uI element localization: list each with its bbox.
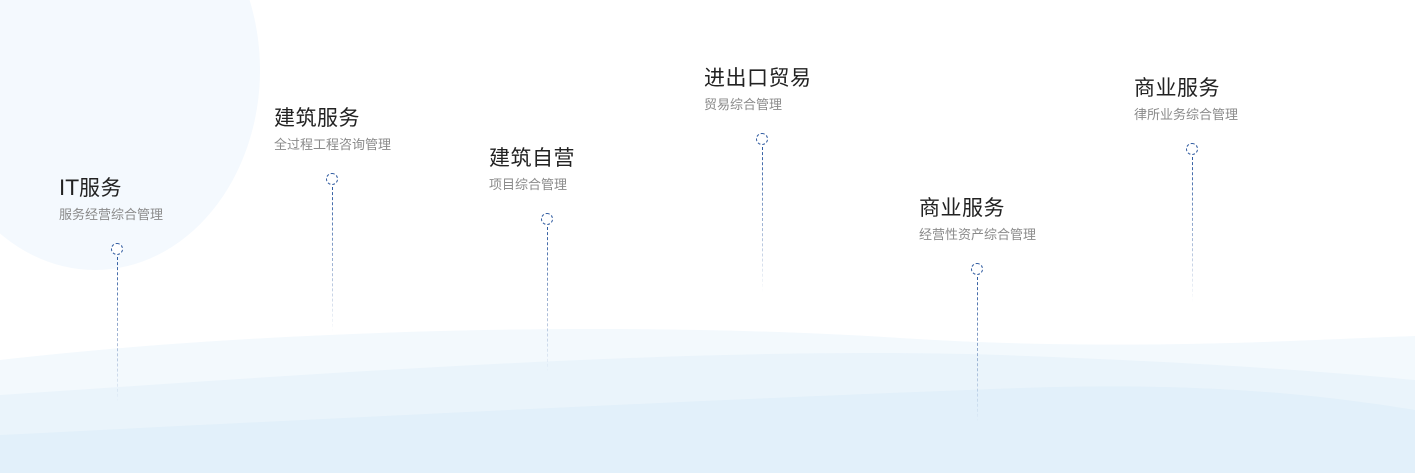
timeline-node xyxy=(969,263,985,422)
milestone-import-export-trade: 进出口贸易 贸易综合管理 xyxy=(704,64,924,292)
background-circle xyxy=(0,0,260,270)
timeline-stem xyxy=(331,187,333,332)
milestone-title: 商业服务 xyxy=(1134,76,1220,100)
timeline-node xyxy=(539,213,555,372)
milestone-commercial-service-law-firm: 商业服务 律所业务综合管理 xyxy=(1134,74,1354,302)
milestone-subtitle: 贸易综合管理 xyxy=(704,98,783,113)
timeline-stem xyxy=(761,147,763,292)
milestone-title: 进出口贸易 xyxy=(704,66,812,90)
milestone-construction-service: 建筑服务 全过程工程咨询管理 xyxy=(274,104,494,332)
dashed-circle-icon xyxy=(971,263,983,275)
milestone-construction-self-operated: 建筑自营 项目综合管理 xyxy=(489,144,709,372)
wave-back xyxy=(0,329,1415,473)
milestone-title: IT服务 xyxy=(59,176,123,200)
milestone-subtitle: 律所业务综合管理 xyxy=(1134,108,1239,123)
dashed-circle-icon xyxy=(541,213,553,225)
milestone-title: 建筑自营 xyxy=(489,146,575,170)
milestone-subtitle: 项目综合管理 xyxy=(489,178,568,193)
timeline-node xyxy=(1184,143,1200,302)
dashed-circle-icon xyxy=(111,243,123,255)
milestone-title: 建筑服务 xyxy=(274,106,360,130)
timeline-stem xyxy=(546,227,548,372)
timeline-node xyxy=(754,133,770,292)
milestone-subtitle: 全过程工程咨询管理 xyxy=(274,138,392,153)
milestone-subtitle: 经营性资产综合管理 xyxy=(919,228,1037,243)
timeline-stem xyxy=(1191,157,1193,302)
milestone-subtitle: 服务经营综合管理 xyxy=(59,208,164,223)
milestone-it-service: IT服务 服务经营综合管理 xyxy=(59,174,279,402)
timeline-stem xyxy=(976,277,978,422)
timeline-node xyxy=(109,243,125,402)
dashed-circle-icon xyxy=(756,133,768,145)
milestone-title: 商业服务 xyxy=(919,196,1005,220)
dashed-circle-icon xyxy=(326,173,338,185)
timeline-node xyxy=(324,173,340,332)
wave-mid xyxy=(0,353,1415,473)
wave-front xyxy=(0,386,1415,473)
dashed-circle-icon xyxy=(1186,143,1198,155)
milestone-commercial-service-assets: 商业服务 经营性资产综合管理 xyxy=(919,194,1139,422)
timeline-stem xyxy=(116,257,118,402)
